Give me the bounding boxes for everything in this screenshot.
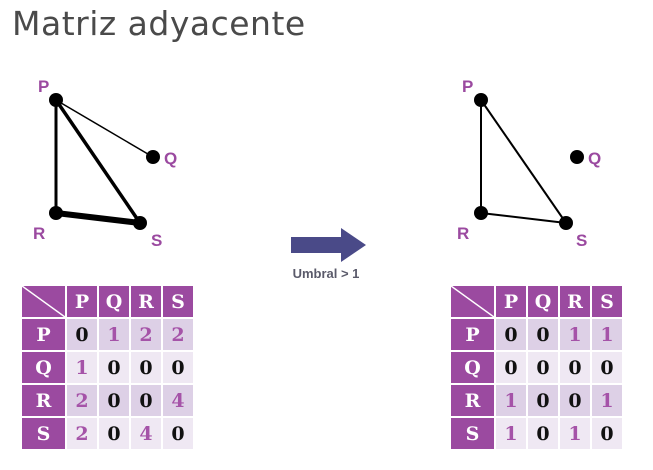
matrix-cell: 0 bbox=[558, 383, 592, 418]
row-header-p: P bbox=[20, 317, 67, 352]
matrix-cell: 0 bbox=[97, 383, 131, 418]
matrix-cell: 2 bbox=[65, 416, 99, 451]
matrix-cell: 0 bbox=[494, 317, 528, 352]
matrix-cell: 1 bbox=[494, 383, 528, 418]
row-header-q: Q bbox=[20, 350, 67, 385]
node-q-left bbox=[146, 150, 160, 164]
col-header-q: Q bbox=[526, 284, 560, 319]
matrix-cell: 1 bbox=[65, 350, 99, 385]
matrix-cell: 0 bbox=[590, 350, 624, 385]
node-label-r-left: R bbox=[33, 224, 45, 243]
matrix-cell: 4 bbox=[161, 383, 195, 418]
row-header-s: S bbox=[20, 416, 67, 451]
node-r-left bbox=[49, 206, 63, 220]
node-label-p-right: P bbox=[462, 77, 473, 96]
node-p-left bbox=[49, 93, 63, 107]
row-header-q: Q bbox=[449, 350, 496, 385]
matrix-row: P 0 0 1 1 bbox=[449, 317, 624, 352]
matrix-cell: 1 bbox=[558, 416, 592, 451]
matrix-cell: 0 bbox=[129, 350, 163, 385]
edge-p-s-right bbox=[480, 99, 567, 224]
col-header-q: Q bbox=[97, 284, 131, 319]
matrix-row: S 1 0 1 0 bbox=[449, 416, 624, 451]
edge-p-s-left bbox=[54, 99, 142, 224]
slide-title: Matriz adyacente bbox=[12, 4, 306, 43]
col-header-p: P bbox=[494, 284, 528, 319]
adjacency-matrix-threshold: P Q R S P 0 0 1 1 Q 0 0 0 0 R 1 0 0 1 S … bbox=[449, 284, 624, 451]
node-label-s-left: S bbox=[151, 231, 162, 250]
diagonal-divider bbox=[22, 286, 65, 317]
node-r-right bbox=[474, 206, 488, 220]
node-s-left bbox=[133, 216, 147, 230]
node-p-right bbox=[474, 93, 488, 107]
matrix-row: S 2 0 4 0 bbox=[20, 416, 195, 451]
matrix-cell: 2 bbox=[161, 317, 195, 352]
matrix-cell: 0 bbox=[526, 317, 560, 352]
matrix-header-row: P Q R S bbox=[20, 284, 195, 319]
matrix-cell: 0 bbox=[97, 350, 131, 385]
col-header-s: S bbox=[590, 284, 624, 319]
row-header-p: P bbox=[449, 317, 496, 352]
matrix-row: P 0 1 2 2 bbox=[20, 317, 195, 352]
matrix-cell: 0 bbox=[129, 383, 163, 418]
matrix-cell: 1 bbox=[558, 317, 592, 352]
row-header-r: R bbox=[449, 383, 496, 418]
matrix-cell: 0 bbox=[65, 317, 99, 352]
matrix-cell: 1 bbox=[494, 416, 528, 451]
matrix-cell: 0 bbox=[97, 416, 131, 451]
matrix-cell: 0 bbox=[558, 350, 592, 385]
matrix-corner-cell bbox=[20, 284, 67, 319]
node-s-right bbox=[559, 216, 573, 230]
adjacency-matrix-original: P Q R S P 0 1 2 2 Q 1 0 0 0 R 2 0 0 4 S … bbox=[20, 284, 195, 451]
matrix-row: R 1 0 0 1 bbox=[449, 383, 624, 418]
matrix-cell: 0 bbox=[161, 350, 195, 385]
matrix-cell: 2 bbox=[65, 383, 99, 418]
threshold-label: Umbral > 1 bbox=[292, 266, 360, 281]
col-header-r: R bbox=[558, 284, 592, 319]
node-label-r-right: R bbox=[457, 224, 469, 243]
col-header-r: R bbox=[129, 284, 163, 319]
node-label-q-right: Q bbox=[588, 149, 601, 168]
matrix-cell: 1 bbox=[97, 317, 131, 352]
matrix-cell: 2 bbox=[129, 317, 163, 352]
col-header-s: S bbox=[161, 284, 195, 319]
node-label-p-left: P bbox=[38, 77, 49, 96]
matrix-row: Q 0 0 0 0 bbox=[449, 350, 624, 385]
matrix-cell: 1 bbox=[590, 317, 624, 352]
edge-r-s-right bbox=[480, 212, 567, 224]
matrix-cell: 1 bbox=[590, 383, 624, 418]
matrix-corner-cell bbox=[449, 284, 496, 319]
diagonal-divider bbox=[451, 286, 494, 317]
matrix-row: R 2 0 0 4 bbox=[20, 383, 195, 418]
node-label-s-right: S bbox=[576, 231, 587, 250]
matrix-cell: 0 bbox=[526, 383, 560, 418]
matrix-cell: 4 bbox=[129, 416, 163, 451]
edge-p-q-left bbox=[55, 99, 154, 158]
matrix-cell: 0 bbox=[590, 416, 624, 451]
matrix-row: Q 1 0 0 0 bbox=[20, 350, 195, 385]
matrix-cell: 0 bbox=[161, 416, 195, 451]
node-label-q-left: Q bbox=[164, 149, 177, 168]
col-header-p: P bbox=[65, 284, 99, 319]
matrix-header-row: P Q R S bbox=[449, 284, 624, 319]
matrix-cell: 0 bbox=[526, 350, 560, 385]
edge-r-s-left bbox=[55, 210, 141, 226]
row-header-s: S bbox=[449, 416, 496, 451]
row-header-r: R bbox=[20, 383, 67, 418]
threshold-arrow bbox=[291, 228, 366, 262]
matrix-cell: 0 bbox=[526, 416, 560, 451]
matrix-cell: 0 bbox=[494, 350, 528, 385]
node-q-right bbox=[570, 150, 584, 164]
